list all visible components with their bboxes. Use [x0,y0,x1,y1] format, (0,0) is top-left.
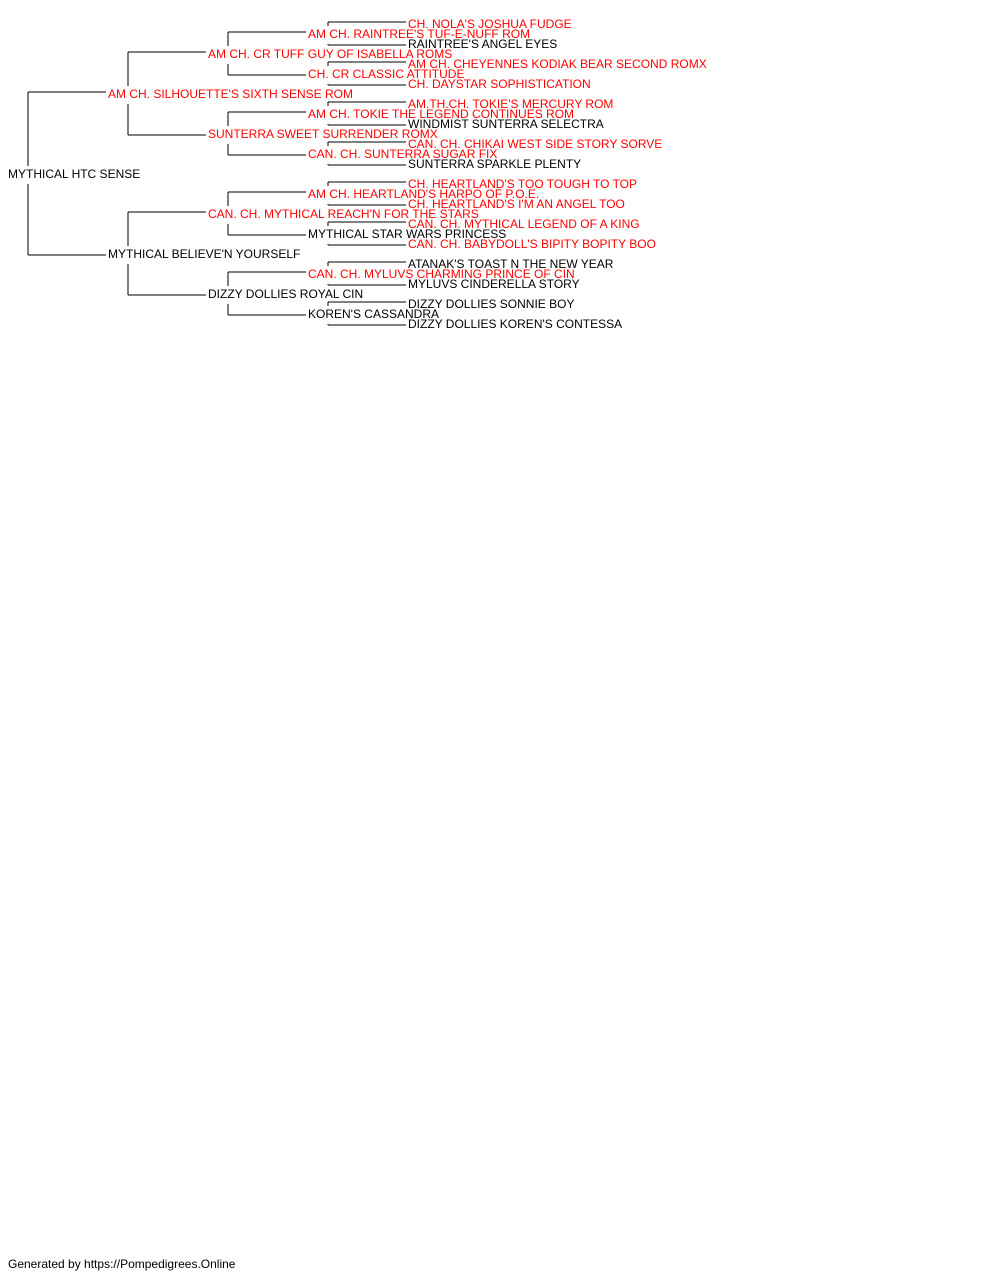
ancestor-name: AM CH. RAINTREE'S TUF-E-NUFF ROM [308,27,530,41]
ancestor-name: MYLUVS CINDERELLA STORY [408,277,580,291]
ancestor-name: DIZZY DOLLIES KOREN'S CONTESSA [408,317,622,331]
connector-lines [27,21,406,326]
ancestor-name: RAINTREE'S ANGEL EYES [408,37,557,51]
ancestor-name: AM.TH.CH. TOKIE'S MERCURY ROM [408,97,613,111]
ancestor-name: ATANAK'S TOAST N THE NEW YEAR [408,257,614,271]
ancestor-name: CH. DAYSTAR SOPHISTICATION [408,77,591,91]
generated-by-footer: Generated by https://Pompedigrees.Online [8,1257,236,1271]
ancestor-name: CAN. CH. SUNTERRA SUGAR FIX [308,147,497,161]
ancestor-name: CH. HEARTLAND'S I'M AN ANGEL TOO [408,197,625,211]
ancestor-name: DIZZY DOLLIES SONNIE BOY [408,297,575,311]
ancestor-name: AM CH. SILHOUETTE'S SIXTH SENSE ROM [108,87,353,101]
ancestor-name: KOREN'S CASSANDRA [308,307,439,321]
ancestor-name: DIZZY DOLLIES ROYAL CIN [208,287,363,301]
subject-dog-name: MYTHICAL HTC SENSE [8,167,140,181]
ancestor-name: MYTHICAL BELIEVE'N YOURSELF [108,247,300,261]
ancestor-name: CAN. CH. BABYDOLL'S BIPITY BOPITY BOO [408,237,656,251]
ancestor-name: MYTHICAL STAR WARS PRINCESS [308,227,506,241]
dog-labels: CH. NOLA'S JOSHUA FUDGE RAINTREE'S ANGEL … [8,17,707,331]
ancestor-name: AM CH. CHEYENNES KODIAK BEAR SECOND ROMX [408,57,707,71]
ancestor-name: CH. HEARTLAND'S TOO TOUGH TO TOP [408,177,637,191]
ancestor-name: AM CH. TOKIE THE LEGEND CONTINUES ROM [308,107,574,121]
ancestor-name: CAN. CH. MYTHICAL LEGEND OF A KING [408,217,640,231]
ancestor-name: CH. NOLA'S JOSHUA FUDGE [408,17,572,31]
ancestor-name: CAN. CH. MYLUVS CHARMING PRINCE OF CIN [308,267,575,281]
ancestor-name: CAN. CH. MYTHICAL REACH'N FOR THE STARS [208,207,479,221]
ancestor-name: CH. CR CLASSIC ATTITUDE [308,67,464,81]
ancestor-name: CAN. CH. CHIKAI WEST SIDE STORY SORVE [408,137,662,151]
ancestor-name: AM CH. CR TUFF GUY OF ISABELLA ROMS [208,47,452,61]
ancestor-name: AM CH. HEARTLAND'S HARPO OF P.O.E. [308,187,539,201]
ancestor-name: SUNTERRA SPARKLE PLENTY [408,157,581,171]
ancestor-name: WINDMIST SUNTERRA SELECTRA [408,117,604,131]
ancestor-name: SUNTERRA SWEET SURRENDER ROMX [208,127,438,141]
